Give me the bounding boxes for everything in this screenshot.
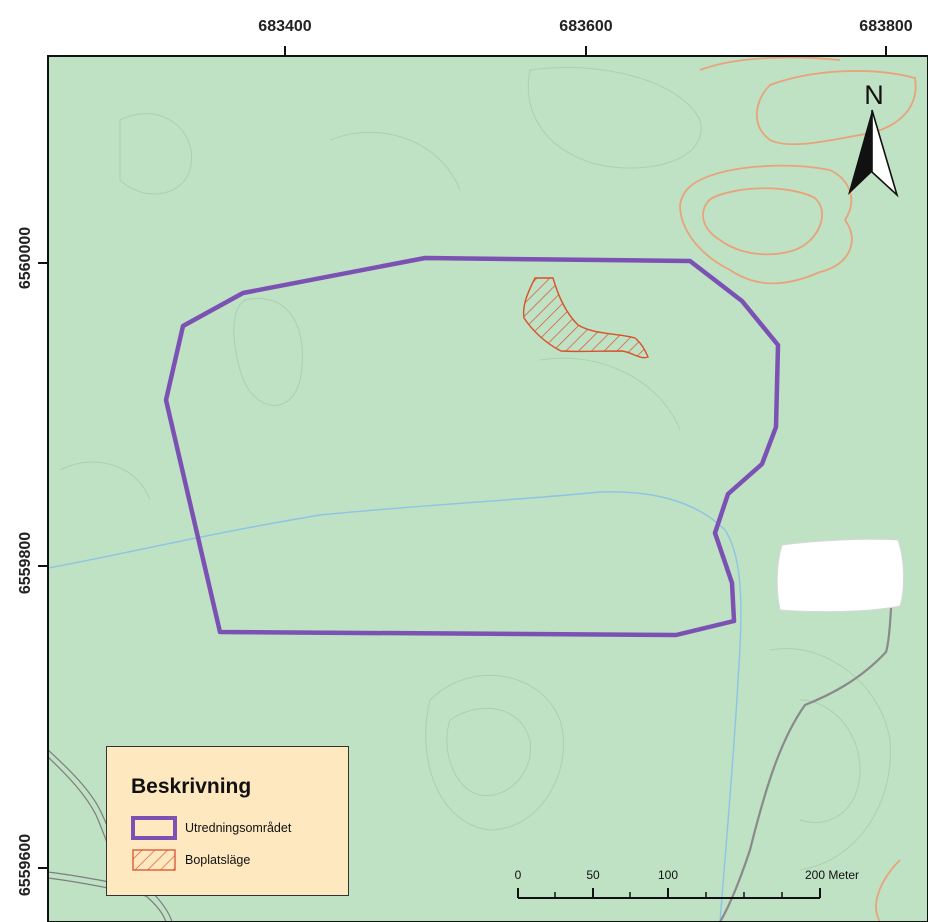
legend-label-site: Boplatsläge <box>185 853 251 867</box>
north-arrow-icon <box>848 109 899 198</box>
legend-title: Beskrivning <box>131 775 252 798</box>
legend-swatch-site <box>132 849 176 871</box>
scale-label-0: 0 <box>515 868 522 882</box>
legend-swatch-study-area <box>131 816 177 840</box>
x-tick-label-683800: 683800 <box>859 18 913 35</box>
legend-item-site: Boplatsläge <box>131 847 250 873</box>
scale-label-50: 50 <box>586 868 600 882</box>
legend-item-study-area: Utredningsområdet <box>131 815 291 841</box>
site-area-hatched <box>522 277 649 359</box>
map-legend: Beskrivning Utredningsområdet Boplatsläg… <box>106 746 349 896</box>
scale-bar <box>517 888 821 899</box>
map-frame <box>47 55 928 922</box>
stream <box>48 491 742 922</box>
north-label: N <box>864 80 884 110</box>
legend-label-study-area: Utredningsområdet <box>185 821 292 835</box>
clearing-area <box>776 538 905 613</box>
road <box>719 547 895 922</box>
x-tick-label-683400: 683400 <box>258 18 312 35</box>
x-tick-label-683600: 683600 <box>559 18 613 35</box>
scale-label-100: 100 <box>658 868 678 882</box>
study-area-polygon <box>163 255 781 638</box>
scale-label-200-meter: 200 Meter <box>805 868 859 882</box>
faint-contours <box>59 67 891 871</box>
